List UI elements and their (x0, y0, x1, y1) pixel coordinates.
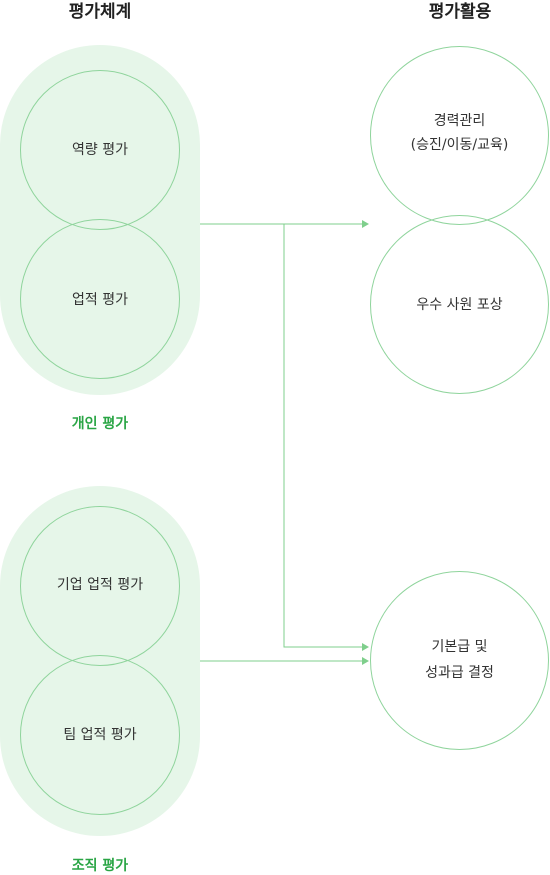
company-performance-label: 기업 업적 평가 (56, 577, 144, 593)
heading-evaluation-system: 평가체계 (68, 2, 132, 22)
individual-evaluation-label: 개인 평가 (71, 416, 129, 432)
employee-reward-label: 우수 사원 포상 (416, 297, 503, 313)
branch-to-pay-line (283, 224, 364, 648)
team-performance-label: 팀 업적 평가 (63, 727, 137, 743)
competency-evaluation-label: 역량 평가 (72, 142, 128, 158)
arrow-to-pay-lower (362, 657, 369, 665)
arrow-to-career (362, 220, 369, 228)
pay-decision-label-line2: 성과급 결정 (425, 665, 494, 681)
employee-reward-circle (370, 215, 549, 394)
pay-decision-label-line1: 기본급 및 (431, 639, 488, 655)
pay-decision-circle (370, 571, 549, 750)
team-performance-circle (20, 655, 180, 815)
performance-evaluation-circle (20, 219, 180, 379)
arrow-to-pay-upper (362, 643, 369, 651)
heading-evaluation-usage: 평가활용 (428, 2, 492, 22)
career-management-label-line1: 경력관리 (433, 113, 486, 129)
organization-evaluation-label: 조직 평가 (71, 858, 129, 874)
career-management-label-line2: (승진/이동/교육) (410, 137, 509, 153)
performance-evaluation-label: 업적 평가 (72, 292, 128, 308)
